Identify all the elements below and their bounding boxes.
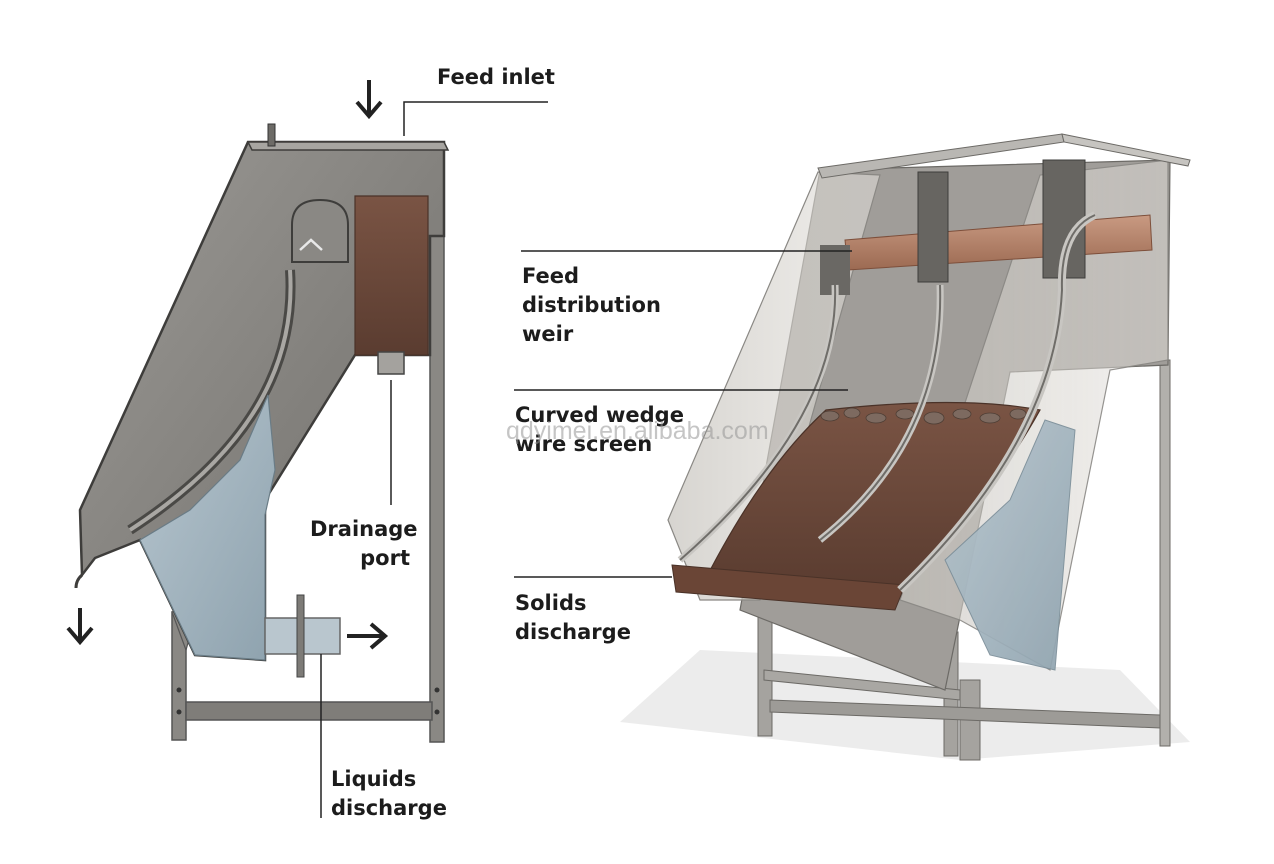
filtrate-liquid-3d — [944, 419, 1076, 671]
filtrate-liquid — [139, 394, 276, 661]
cross-section-view — [66, 80, 548, 818]
isometric-view — [514, 133, 1191, 761]
rear-leg — [429, 231, 445, 743]
distribution-weir-section — [291, 198, 349, 263]
label-curved-wedge-wire-screen: Curved wedge wire screen — [515, 403, 684, 456]
label-drainage-port: Drainage port — [310, 517, 418, 570]
label-solids-discharge: Solids discharge — [515, 591, 631, 644]
watermark: qdyimei.en.alibaba.com — [506, 417, 769, 445]
solids-discharge-lip — [671, 564, 906, 611]
label-feed-distribution-weir: Feed distribution weir — [522, 264, 661, 346]
feed-inlet-leader — [403, 101, 548, 136]
liquid-exit-arrow-icon — [347, 622, 389, 650]
label-liquids-discharge: Liquids discharge — [331, 767, 447, 820]
frame-crossbar — [185, 701, 433, 721]
label-feed-inlet: Feed inlet — [437, 65, 555, 89]
feed-arrow-icon — [355, 80, 383, 120]
headbox-slurry — [354, 195, 429, 356]
solids-exit-arrow-icon — [66, 608, 94, 646]
drainage-port-stub — [377, 351, 405, 375]
